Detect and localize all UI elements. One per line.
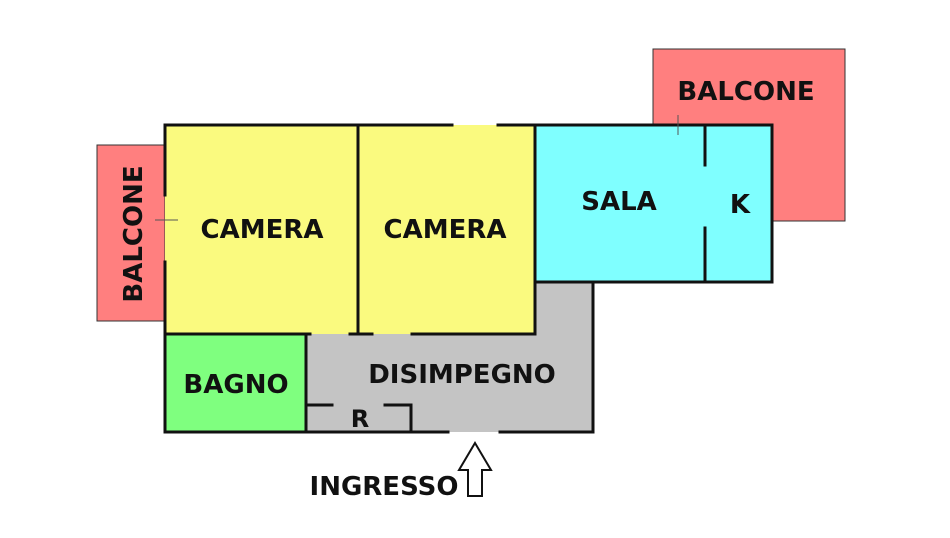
arrow-up-outline-icon — [457, 441, 493, 497]
disimpegno-label: DISIMPEGNO — [368, 360, 556, 390]
door-marks — [155, 115, 679, 221]
balcone-left-label: BALCONE — [119, 165, 149, 302]
camera-left-label: CAMERA — [201, 215, 324, 245]
ingresso-label: INGRESSO — [310, 472, 459, 502]
sala-area — [535, 125, 772, 282]
walls — [163, 123, 774, 434]
camera-right-label: CAMERA — [384, 215, 507, 245]
bagno-label: BAGNO — [183, 370, 288, 400]
balcone-right-label: BALCONE — [677, 77, 814, 107]
disimpegno-area — [306, 282, 593, 432]
kitchen-label: K — [730, 190, 751, 220]
balcony-left-area — [96, 144, 166, 322]
bagno-area — [165, 334, 306, 432]
camera-right-area — [358, 125, 535, 334]
ripostiglio-label: R — [351, 405, 369, 433]
camera-left-area — [165, 125, 358, 334]
sala-label: SALA — [581, 187, 657, 217]
